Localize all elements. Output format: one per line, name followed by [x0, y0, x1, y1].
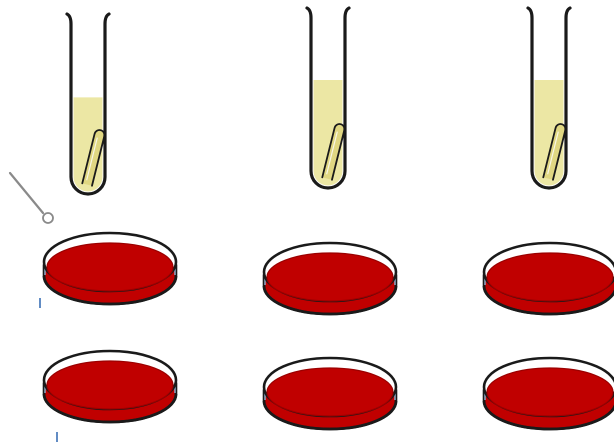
plate-row2-middle: [264, 358, 396, 429]
plate-row1-middle: [264, 243, 396, 314]
agar-surface: [267, 368, 393, 416]
agar-surface: [47, 361, 173, 409]
agar-surface: [267, 253, 393, 301]
agar-surface: [47, 243, 173, 291]
plate-row1-right: [484, 243, 614, 314]
plate-row1-left: [44, 233, 176, 304]
agar-surface: [487, 253, 613, 301]
plate-row2-right: [484, 358, 614, 429]
plate-row2-left: [44, 351, 176, 422]
agar-surface: [487, 368, 613, 416]
